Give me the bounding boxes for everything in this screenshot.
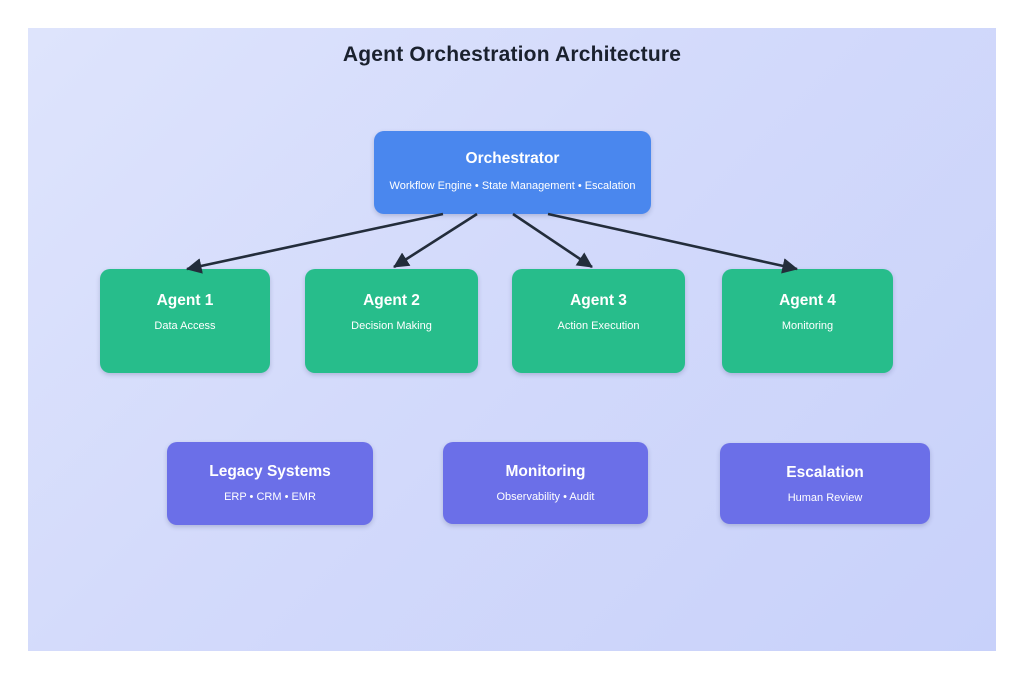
node-escalation: Escalation Human Review — [720, 443, 930, 524]
monitoring-label: Monitoring — [505, 463, 586, 480]
agent-1-label: Agent 1 — [156, 292, 214, 309]
agent-2-label: Agent 2 — [363, 292, 420, 309]
monitoring-sublabel: Observability • Audit — [496, 490, 595, 503]
legacy-systems-sublabel: ERP • CRM • EMR — [224, 490, 316, 503]
escalation-sublabel: Human Review — [787, 491, 863, 504]
node-orchestrator: Orchestrator Workflow Engine • State Man… — [374, 131, 651, 214]
agent-2-sublabel: Decision Making — [351, 319, 432, 332]
node-agent-3: Agent 3 Action Execution — [512, 269, 685, 373]
node-legacy-systems: Legacy Systems ERP • CRM • EMR — [167, 442, 373, 525]
agent-3-sublabel: Action Execution — [557, 319, 640, 332]
node-agent-4: Agent 4 Monitoring — [722, 269, 893, 373]
agent-4-sublabel: Monitoring — [781, 319, 834, 332]
escalation-label: Escalation — [786, 464, 864, 481]
agent-3-label: Agent 3 — [570, 292, 627, 309]
agent-4-label: Agent 4 — [779, 292, 836, 309]
legacy-systems-label: Legacy Systems — [209, 463, 331, 480]
diagram-title: Agent Orchestration Architecture — [342, 43, 682, 66]
orchestrator-sublabel: Workflow Engine • State Management • Esc… — [389, 179, 636, 192]
node-agent-2: Agent 2 Decision Making — [305, 269, 478, 373]
orchestrator-label: Orchestrator — [465, 150, 560, 167]
node-monitoring: Monitoring Observability • Audit — [443, 442, 648, 524]
agent-1-sublabel: Data Access — [154, 319, 216, 332]
node-agent-1: Agent 1 Data Access — [100, 269, 270, 373]
